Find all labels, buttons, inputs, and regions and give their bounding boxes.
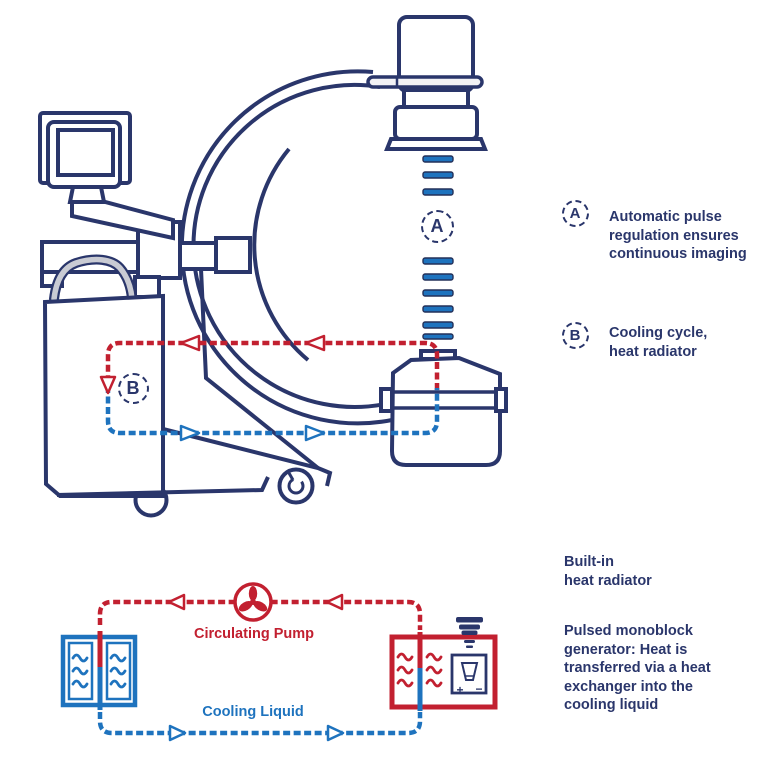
emitter-bar [456,617,483,623]
emitter-bar [459,624,480,630]
xray-beam [422,155,454,340]
legend-badge-b: B [561,321,589,349]
beam-dash [422,171,454,179]
schematic-pipes [97,599,423,736]
emitter-dash [466,645,473,648]
foot-board [162,427,333,487]
wheel-hub [287,477,305,495]
wave-icon [109,653,127,663]
monoblock-body [389,355,502,467]
beam-badge-a: A [420,209,454,243]
cart [42,254,333,518]
front-wheel [277,467,315,505]
arrow-left-icon [325,593,344,611]
tube-skirt [384,137,488,151]
beam-dash [422,188,454,196]
beam-dash [422,257,454,265]
wave-icon [396,652,414,662]
beam-dash [422,273,454,281]
wave-icon [396,665,414,675]
beam-dash [422,155,454,163]
arrow-left-icon [304,334,326,352]
arrow-right-icon [304,424,326,442]
monoblock-bands [392,390,500,410]
arrow-down-icon [99,375,117,395]
plus-symbol: + [456,683,463,697]
legend-text-a: Automatic pulse regulation ensures conti… [609,209,747,262]
fan-blade [238,601,253,612]
arrow-right-icon [168,724,187,742]
handle-icon [51,256,135,302]
fan-blade [253,601,268,612]
schematic-arrows [167,593,345,742]
monoblock-generator [379,349,508,467]
minus-symbol: − [475,682,482,696]
arrow-right-icon [326,724,345,742]
emitter-dash [464,640,475,643]
monitor-neck [67,185,107,204]
wave-icon [71,679,89,689]
wave-icon [425,665,443,675]
pump-hot-line [97,599,423,630]
legend-badge-a: A [561,199,589,227]
monoblock-right-tab [494,387,508,413]
crossbar [366,75,484,89]
wave-icon [425,652,443,662]
machine-loop-arrows [99,334,326,442]
wheel-spoke [287,472,295,481]
pump-cold-line [97,712,423,736]
wave-icon [71,653,89,663]
circulating-pump [233,582,273,622]
arrow-right-icon [179,424,201,442]
pump-label: Circulating Pump [193,626,315,642]
fan-blade [248,586,258,601]
note-pulsed-generator: Pulsed monoblock generator: Heat is tran… [564,623,711,713]
c-arm-holder [176,236,252,274]
tube-collar [393,105,479,141]
machine-cooling-loop [105,340,440,436]
monoblock-left-tab [379,387,394,413]
holder-clamp [214,236,252,274]
fan-icon [238,586,268,612]
heat-radiator [60,631,138,710]
monitor-screen [56,128,115,177]
wave-icon [425,678,443,688]
cart-badge-b: B [117,372,149,404]
emitter-icon [456,617,483,648]
monitor-assembly [38,111,175,241]
xray-tube-head [366,15,488,151]
pulsed-generator: + − [389,617,498,711]
note-built-in-radiator: Built-in heat radiator [564,554,652,589]
wave-icon [109,679,127,689]
beam-dash [422,305,454,313]
emitter-bar [461,630,478,635]
wave-icon [109,666,127,676]
cart-body [42,293,165,498]
holder-bracket [176,241,222,271]
mount-pillar [133,275,161,299]
hot-line [105,340,440,390]
legend-text-b: Cooling cycle, heat radiator [609,325,708,360]
support-strut [199,268,320,470]
base-line [56,476,270,497]
wave-icons [71,653,127,689]
wave-icon [71,666,89,676]
wave-icon [396,678,414,688]
heat-wave-icons [396,652,443,688]
arrow-left-icon [179,334,201,352]
beam-dash [422,333,454,340]
arrow-left-icon [167,593,186,611]
c-arm-rail-arc [252,147,310,362]
beam-dash [422,289,454,297]
cold-line [105,386,440,436]
fan-hub [250,599,256,605]
beam-dash [422,321,454,329]
liquid-label: Cooling Liquid [202,704,304,720]
